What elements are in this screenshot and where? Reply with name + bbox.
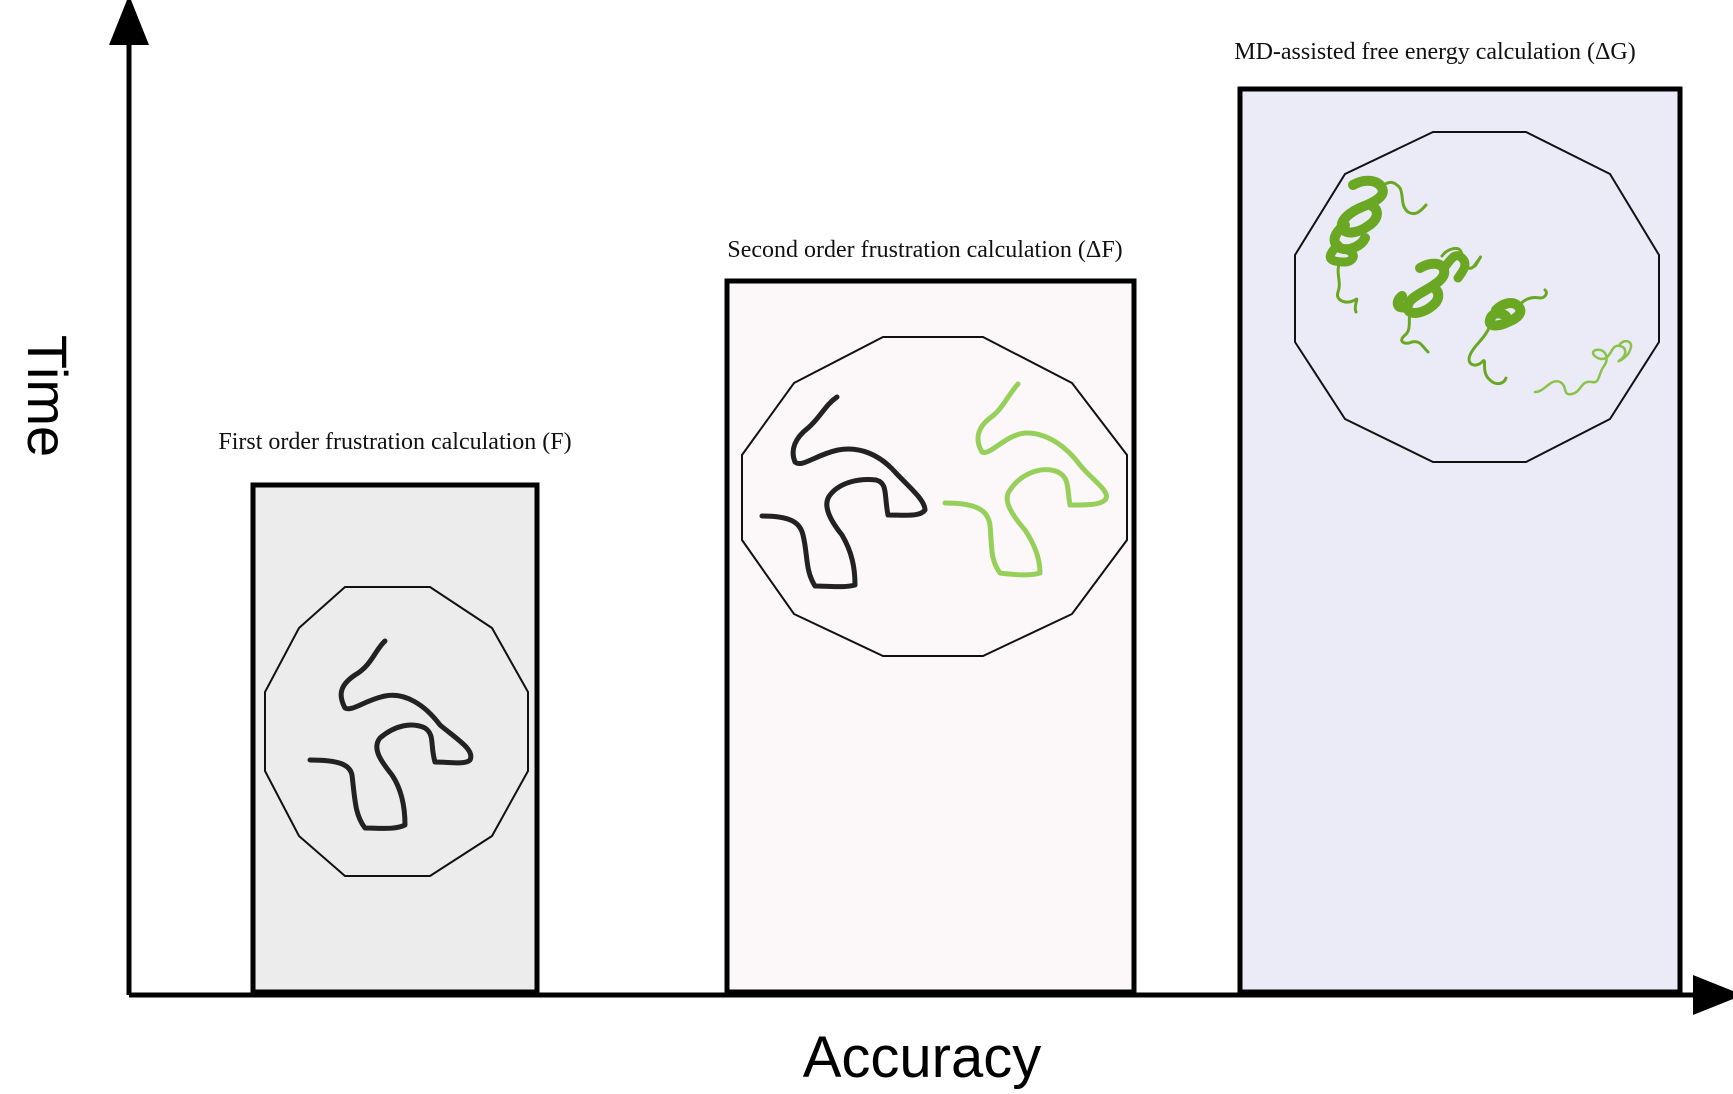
- y-axis-label: Time: [16, 335, 79, 457]
- panel-md-assisted-box: [1237, 86, 1683, 995]
- panel-first-order-decagon: [264, 586, 529, 877]
- unfolded-chain-icon: [1533, 339, 1633, 396]
- panel-md-assisted: MD-assisted free energy calculation (ΔG): [1234, 39, 1683, 995]
- panel-second-order-decagon: [741, 336, 1128, 657]
- helix-protein-2-icon: [1392, 246, 1482, 354]
- panel-second-order: Second order frustration calculation (ΔF…: [724, 237, 1137, 995]
- panel-md-assisted-title: MD-assisted free energy calculation (ΔG): [1234, 39, 1636, 65]
- panel-first-order: First order frustration calculation (F): [218, 429, 572, 995]
- axes: Time Accuracy: [16, 0, 1733, 1090]
- panel-second-order-box: [724, 278, 1137, 995]
- panel-first-order-title: First order frustration calculation (F): [218, 429, 571, 455]
- panel-md-assisted-decagon: [1294, 131, 1660, 463]
- helix-protein-3-icon: [1467, 288, 1548, 386]
- panel-second-order-chain-green: [942, 381, 1109, 578]
- helix-protein-1-icon: [1325, 175, 1428, 314]
- panel-second-order-title: Second order frustration calculation (ΔF…: [727, 237, 1122, 263]
- panel-first-order-box: [250, 482, 540, 995]
- x-axis-label: Accuracy: [803, 1025, 1042, 1090]
- panel-first-order-chain: [307, 638, 474, 831]
- panel-second-order-chain-dark: [759, 394, 928, 590]
